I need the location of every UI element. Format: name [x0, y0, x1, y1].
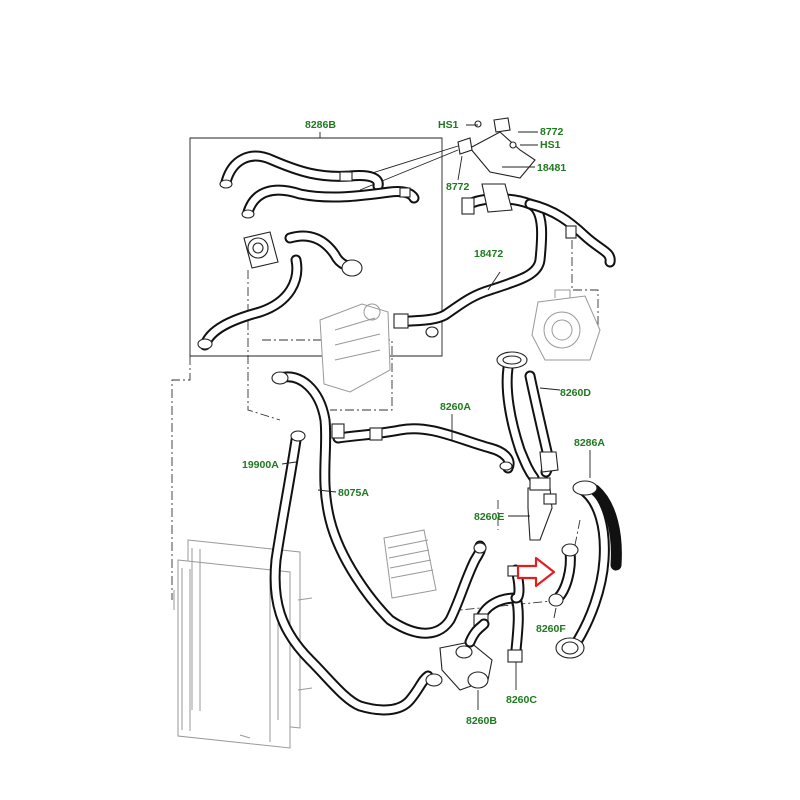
part-labels: 8286B HS1 8772 HS1 18481 8772 18472 8260… [242, 119, 605, 727]
pump-housing [531, 289, 601, 361]
bracket-assembly-18481 [457, 117, 538, 181]
hose-8260e [508, 477, 557, 541]
hose-8260a [331, 414, 515, 474]
hose-8260c [473, 564, 525, 690]
hose-8075a [271, 371, 487, 639]
label-hs1-right: HS1 [540, 139, 561, 151]
label-8260f: 8260F [536, 623, 566, 635]
label-8772-top: 8772 [540, 126, 564, 138]
hose-8260f [548, 543, 579, 619]
label-8260c: 8260C [506, 694, 537, 706]
hose-8260b [439, 618, 493, 710]
label-8260e: 8260E [474, 511, 504, 523]
label-19900a: 19900A [242, 459, 279, 471]
highlight-arrow [516, 556, 556, 588]
oil-cooler [383, 529, 437, 599]
hose-18472 [393, 183, 616, 338]
hose-8260d [496, 351, 561, 484]
label-8075a: 8075A [338, 487, 369, 499]
hose-8286a [555, 450, 622, 659]
label-8260a: 8260A [440, 401, 471, 413]
hose-8286b-lower [197, 230, 363, 351]
hose-19900a [269, 430, 443, 716]
label-8260d: 8260D [560, 387, 591, 399]
label-8772-bottom: 8772 [446, 181, 470, 193]
hose-8286b-upper [219, 150, 420, 219]
label-18472: 18472 [474, 248, 503, 260]
label-hs1-top: HS1 [438, 119, 459, 131]
label-18481: 18481 [537, 162, 566, 174]
coolant-housing [319, 303, 391, 393]
label-8286b: 8286B [305, 119, 336, 131]
label-8286a: 8286A [574, 437, 605, 449]
label-8260b: 8260B [466, 715, 497, 727]
